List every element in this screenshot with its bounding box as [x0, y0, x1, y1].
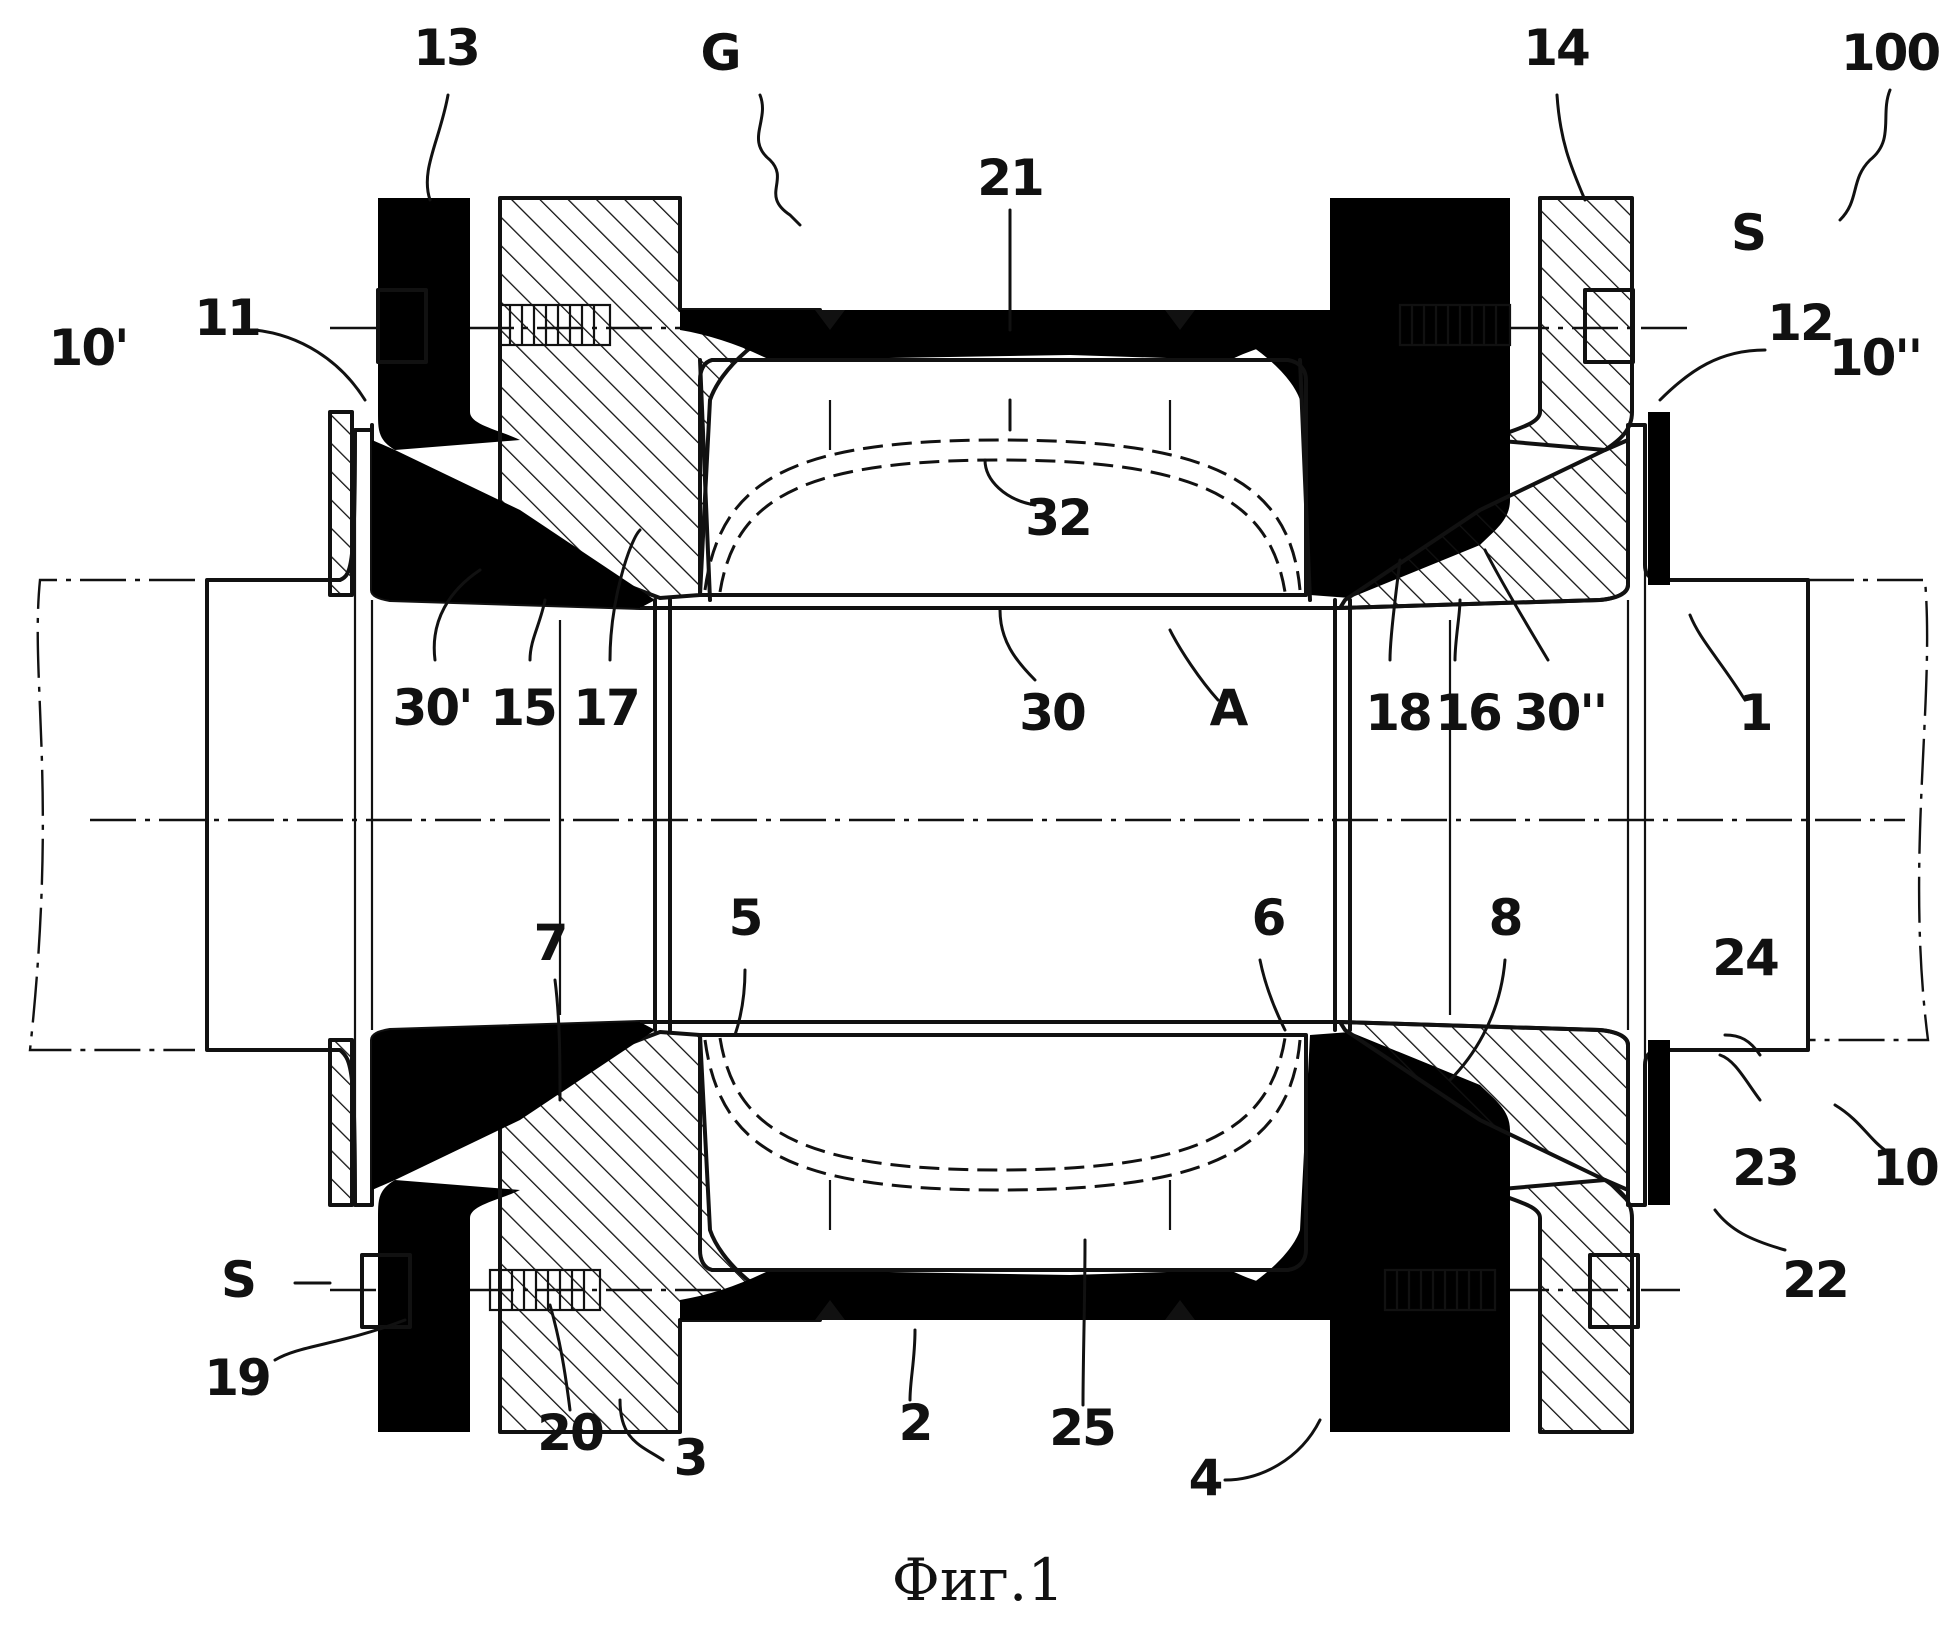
label-15: 15	[490, 679, 556, 737]
label-5: 5	[729, 889, 762, 947]
liner-outline-bottom	[705, 1040, 1300, 1190]
label-10: 10	[1872, 1139, 1938, 1197]
pipe-wall-2-top	[680, 310, 1330, 360]
label-11: 11	[194, 289, 260, 347]
label-21: 21	[977, 149, 1043, 207]
label-22: 22	[1782, 1251, 1848, 1309]
label-2: 2	[899, 1394, 932, 1452]
label-30-prime: 30'	[393, 679, 472, 737]
figure-caption: Фиг.1	[892, 1546, 1065, 1614]
label-4: 4	[1189, 1449, 1222, 1507]
gasket-right-top	[1648, 412, 1670, 585]
label-30: 30	[1019, 684, 1085, 742]
liner-inner-bottom	[720, 1038, 1285, 1170]
label-100: 100	[1841, 24, 1940, 82]
pipe-right-10doubleprime	[1808, 580, 1928, 1040]
label-1: 1	[1739, 684, 1772, 742]
label-17: 17	[573, 679, 639, 737]
label-3: 3	[674, 1429, 707, 1487]
label-32: 32	[1025, 489, 1091, 547]
pipe-wall-2-bottom	[680, 1270, 1330, 1320]
label-13: 13	[413, 19, 479, 77]
label-16: 16	[1435, 684, 1501, 742]
gasket-left-bottom	[330, 1040, 352, 1205]
label-14: 14	[1523, 19, 1589, 77]
liner-inner-32-top	[720, 460, 1285, 592]
label-S-bottom: S	[221, 1251, 255, 1309]
label-23: 23	[1732, 1139, 1798, 1197]
label-12: 12	[1767, 294, 1833, 352]
pipe-left-10prime	[30, 580, 195, 1050]
label-8: 8	[1489, 889, 1522, 947]
gasket-right-bottom	[1648, 1040, 1670, 1205]
label-24: 24	[1712, 929, 1778, 987]
label-10-prime: 10'	[49, 319, 128, 377]
label-25: 25	[1049, 1399, 1115, 1457]
label-A: A	[1210, 679, 1249, 737]
label-30-double-prime: 30''	[1514, 684, 1606, 742]
flange-14-bottom	[1490, 1180, 1632, 1432]
label-19: 19	[204, 1349, 270, 1407]
liner-outline-32-top	[705, 440, 1300, 590]
gasket-left-top	[330, 412, 352, 595]
label-G: G	[700, 24, 739, 82]
label-S-top: S	[1731, 204, 1765, 262]
flange-14-top	[1490, 198, 1632, 450]
label-6: 6	[1252, 889, 1285, 947]
label-18: 18	[1365, 684, 1431, 742]
label-7: 7	[534, 914, 567, 972]
label-20: 20	[537, 1404, 603, 1462]
label-10-double-prime: 10''	[1829, 329, 1921, 387]
